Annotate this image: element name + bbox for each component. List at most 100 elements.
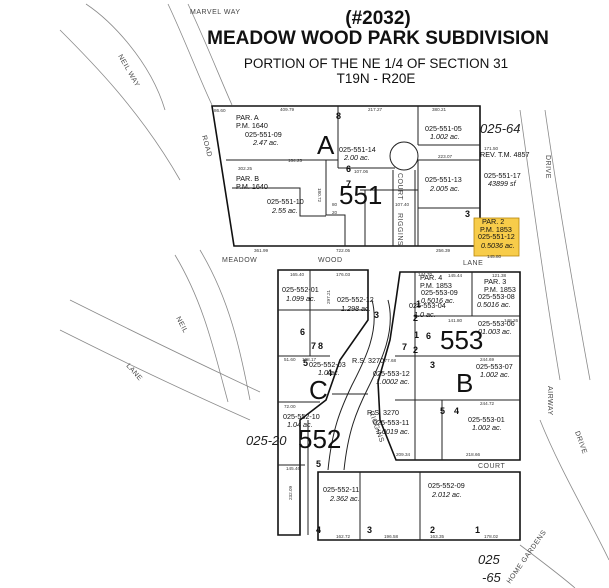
lot-numbers: 8 6 7 3 2 1 6 8 7 5 4 3 1 2 6 3 7 5 4 5 … [300, 111, 480, 535]
dimension: 72.00 [284, 404, 296, 409]
lot-number: 5 [316, 459, 321, 469]
dimension: 196.58 [384, 534, 398, 539]
lot-number: 5 [303, 358, 308, 368]
dimension: 51.60 [284, 357, 296, 362]
parcel-area: 01.003 ac. [478, 327, 512, 336]
street-neil: NEIL [174, 316, 188, 335]
dimension: 164.25 [288, 158, 302, 163]
dimension: 409.79 [280, 107, 294, 112]
map-ref: PAR. 3 [484, 277, 506, 286]
parcel-area: 0.5016 ac. [477, 300, 511, 309]
street-wood: WOOD [318, 257, 343, 264]
book-page-65: -65 [482, 570, 502, 585]
dimension: 302.25 [238, 166, 252, 171]
dimension: 176.03 [336, 272, 350, 277]
parcel-area: 2.00 ac. [343, 153, 370, 162]
map-ref: P.M. 1640 [236, 182, 268, 191]
parcel-area: 2.012 ac. [431, 490, 462, 499]
dimension: 297.21 [326, 290, 331, 304]
map-ref: P.M. 1640 [236, 121, 268, 130]
parcel-apn: 025-551-09 [245, 130, 282, 139]
street-court-south: COURT [478, 463, 505, 470]
parcel-apn: 025-553-07 [476, 362, 513, 371]
street-airway: AIRWAY [546, 386, 553, 416]
parcel-area: 1.298 ac. [341, 304, 371, 313]
lot-number: 7 [402, 342, 407, 352]
lot-number: 6 [346, 164, 351, 174]
street-home-gardens: HOME GARDENS [506, 529, 548, 585]
lot-number: 2 [413, 345, 418, 355]
dimension: 148.26 [504, 318, 518, 323]
street-road: ROAD [200, 135, 213, 158]
dimension: 218.66 [466, 452, 480, 457]
map-ref: P.M. 1853 [484, 285, 516, 294]
dimension: 108.17 [302, 357, 316, 362]
dimension: 80 [332, 202, 338, 207]
parcel-apn: 025-553-06 [478, 319, 515, 328]
parcel-area: 2.362 ac. [329, 494, 360, 503]
dimension: 20 [332, 210, 338, 215]
block-number-553: 553 [440, 325, 483, 355]
book-page-025-20: 025-20 [246, 433, 287, 448]
parcel-area: 2.47 ac. [252, 138, 279, 147]
dimension: 217.27 [368, 107, 382, 112]
dimension: 165.40 [290, 272, 304, 277]
lot-number: 6 [426, 331, 431, 341]
block-letter-b: B [456, 368, 473, 398]
street-meadow: MEADOW [222, 257, 257, 264]
lot-number: 3 [367, 525, 372, 535]
lot-number: 4 [454, 406, 459, 416]
dimension: 141.80 [448, 318, 462, 323]
block-letter-c: C [309, 375, 328, 405]
lot-number: 7 [311, 341, 316, 351]
map-references: PAR. A P.M. 1640 PAR. B P.M. 1640 REV. T… [236, 113, 530, 417]
parcel-apn: 025-553-09 [421, 288, 458, 297]
dimension: 380.21 [432, 107, 446, 112]
parcel-area: 1.002 ac. [480, 370, 510, 379]
parcel-apn: 025-553-11 [373, 418, 409, 427]
lot-number: 3 [430, 360, 435, 370]
parcel-area: 2.005 ac. [429, 184, 460, 193]
street-riggins-north: RIGGINS [396, 213, 403, 246]
dimension: 144.70 [418, 272, 432, 277]
map-ref: PAR. B [236, 174, 259, 183]
parcel-apn: 025-552-03 [309, 360, 346, 369]
dimension: 163.35 [430, 534, 444, 539]
dimension: 178.02 [484, 534, 498, 539]
dimension: 244.72 [480, 401, 494, 406]
parcel-apn: 025-551-17 [484, 171, 521, 180]
street-lane-west: LANE [125, 363, 144, 383]
parcel-area: 1.0 ac. [318, 368, 340, 377]
dimension: 722.05 [336, 248, 350, 253]
lot-number: 2 [430, 525, 435, 535]
lot-number: 8 [336, 111, 341, 121]
block-number-551: 551 [339, 180, 382, 210]
lot-number: 4 [316, 525, 321, 535]
map-ref: R.S. 3270 [367, 408, 399, 417]
lot-number: 3 [465, 209, 470, 219]
lot-number: 7 [346, 179, 351, 189]
parcel-area: 1.04 ac. [287, 420, 313, 429]
map-ref: R.S. 3270 [352, 356, 384, 365]
lot-number: 8 [318, 341, 323, 351]
street-marvel-way: MARVEL WAY [190, 9, 241, 16]
lot-number: 6 [300, 327, 305, 337]
dimension: 107.40 [395, 202, 409, 207]
parcel-area: 0.5016 ac. [421, 296, 455, 305]
street-lane-east: LANE [463, 260, 483, 267]
lot-number: 4 [327, 368, 332, 378]
block-letter-a: A [317, 130, 335, 160]
dimension: 86.60 [214, 108, 226, 113]
dimension: 361.99 [254, 248, 268, 253]
parcel-area: 1.0002 ac. [376, 377, 410, 386]
parcel-area: 1.0019 ac. [376, 427, 410, 436]
dimension: 121.38 [492, 273, 506, 278]
parcel-area: 0.5036 ac. [481, 241, 515, 250]
parcel-area: 43899 sf [488, 179, 517, 188]
street-neil-way: NEIL WAY [116, 54, 140, 89]
parcel-apn: 025-553-12 [373, 369, 410, 378]
parcel-apn: 025-551-05 [425, 124, 462, 133]
dimension: 177.68 [382, 358, 396, 363]
parcel-apn: 025-551-13 [425, 175, 462, 184]
highlighted-parcel[interactable] [473, 217, 520, 257]
